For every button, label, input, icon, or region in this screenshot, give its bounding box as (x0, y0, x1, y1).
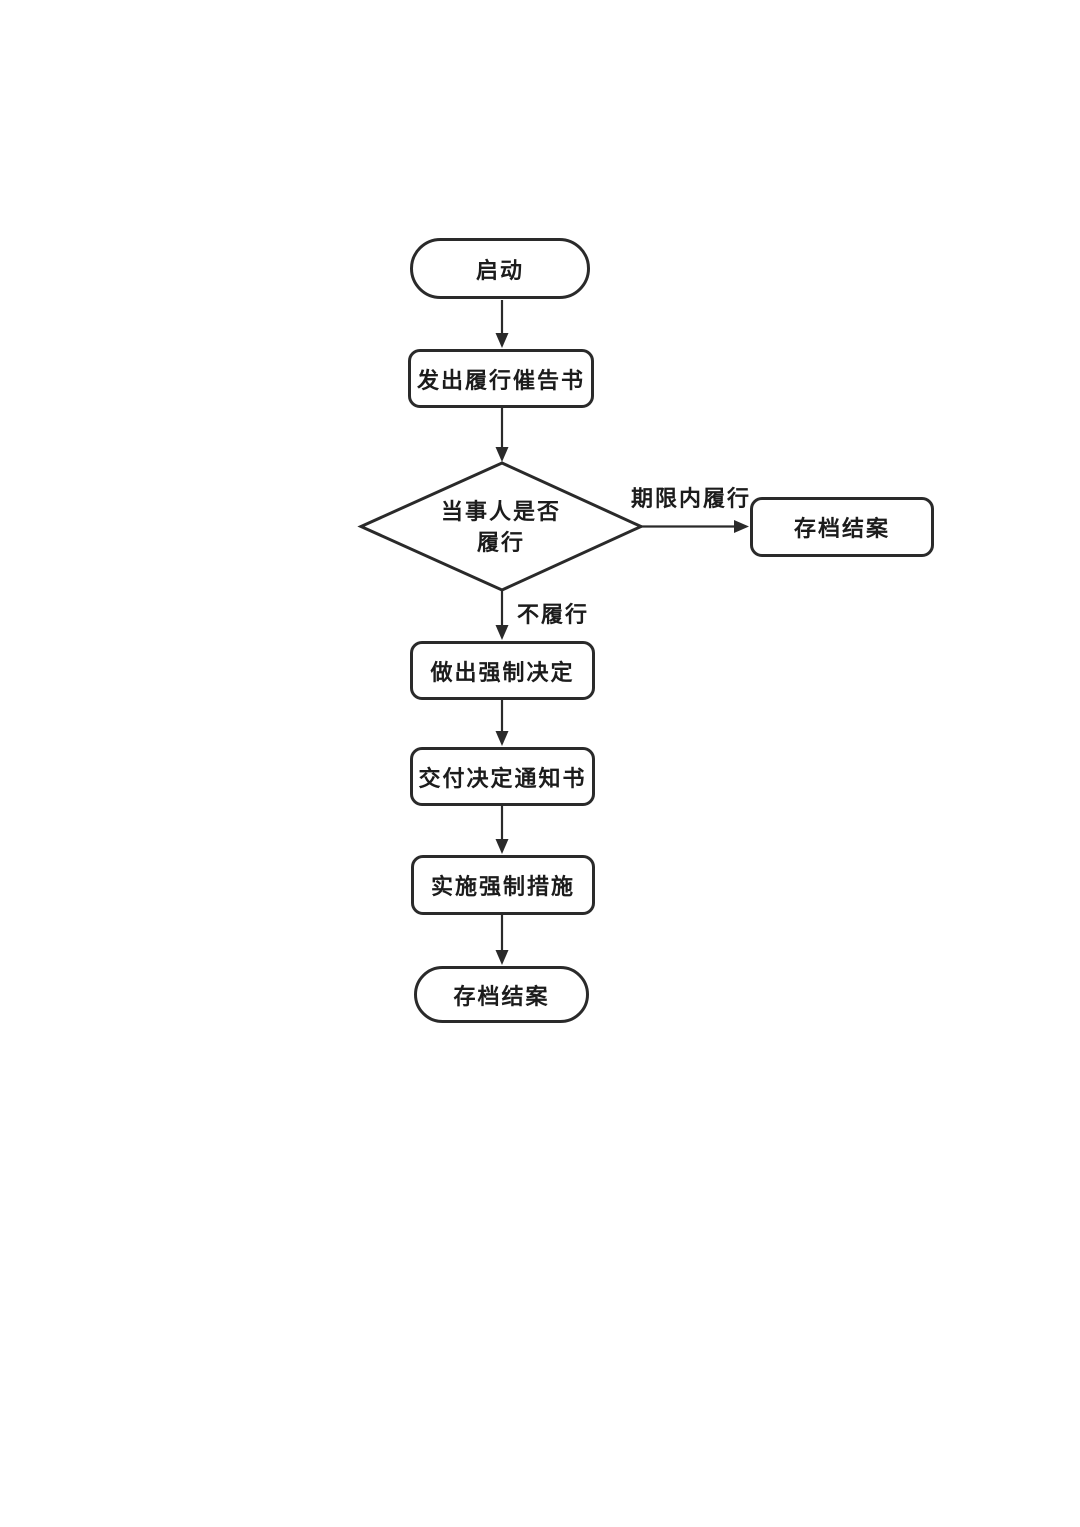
deliver-notice-label: 交付决定通知书 (418, 765, 587, 791)
arrowhead-issue-decision (495, 447, 509, 462)
decision-node: 当事人是否 履行 (361, 463, 641, 590)
issue-notice-node: 发出履行催告书 (408, 349, 594, 408)
decision-label-line1: 当事人是否 (440, 498, 561, 524)
implement-measures-node: 实施强制措施 (411, 855, 595, 915)
archive-right-label: 存档结案 (793, 516, 890, 541)
make-decision-node: 做出强制决定 (410, 641, 595, 700)
archive-end-label: 存档结案 (453, 983, 550, 1009)
arrowhead-start-issue (495, 333, 509, 348)
archive-end-node: 存档结案 (414, 966, 589, 1023)
start-node: 启动 (410, 238, 590, 299)
decision-label-line2: 履行 (476, 529, 525, 555)
arrowhead-decision-make (495, 625, 509, 640)
arrowhead-deliver-implement (495, 839, 509, 854)
make-decision-label: 做出强制决定 (430, 659, 575, 685)
arrowhead-make-deliver (495, 731, 509, 746)
archive-right-node: 存档结案 (750, 497, 934, 557)
start-node-label: 启动 (475, 257, 524, 283)
implement-measures-label: 实施强制措施 (430, 874, 575, 899)
deliver-notice-node: 交付决定通知书 (410, 747, 595, 806)
edge-label-within-deadline: 期限内履行 (631, 486, 752, 511)
issue-notice-label: 发出履行催告书 (416, 367, 585, 393)
arrowhead-implement-end (495, 950, 509, 965)
edge-label-not-perform: 不履行 (517, 602, 590, 627)
arrowhead-decision-archive-right (734, 520, 749, 533)
